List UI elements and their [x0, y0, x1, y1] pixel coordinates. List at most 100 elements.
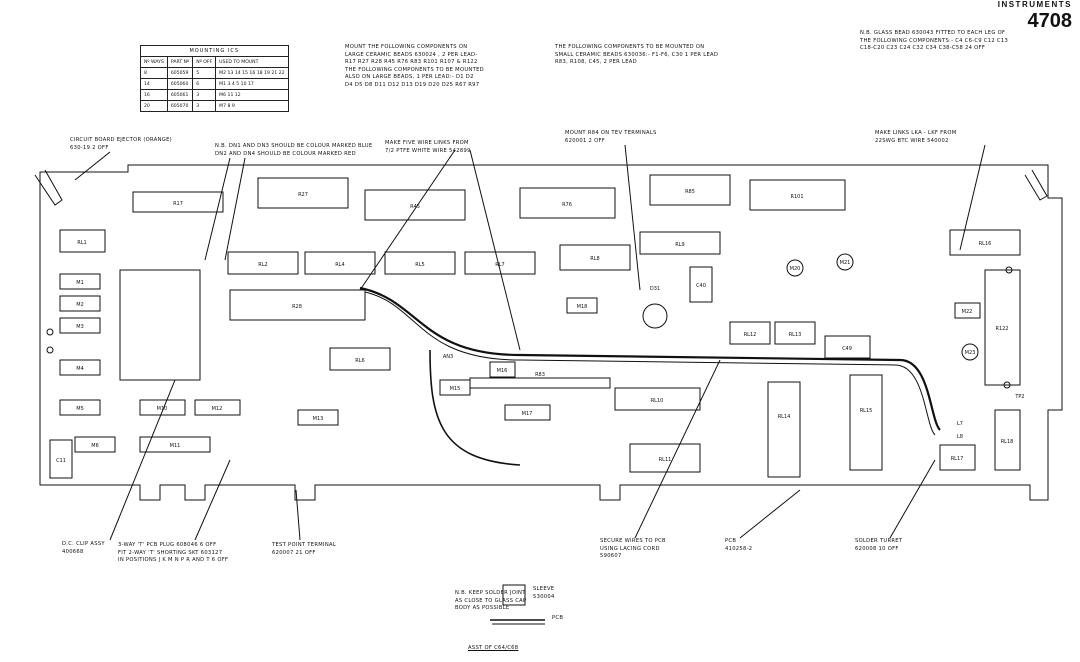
table-cell: 3: [192, 100, 217, 112]
label-r122: R122: [995, 326, 1008, 332]
resistor-r76: [519, 187, 616, 219]
label-r101: R101: [790, 194, 803, 200]
module-m5: [59, 399, 101, 416]
module-m10: [139, 399, 186, 416]
relay-rl17: [939, 444, 976, 471]
resistor-r45: [364, 189, 466, 221]
label-r17: R17: [173, 201, 183, 207]
label-d31: D31: [650, 286, 660, 292]
label-r45: R45: [410, 204, 420, 210]
module-m1: [59, 273, 101, 290]
module-m15: [439, 379, 471, 396]
label-rl1: RL1: [77, 240, 86, 246]
label-rl15: RL15: [860, 408, 873, 414]
pcb-outline: [39, 164, 1063, 501]
module-m18: [566, 297, 598, 314]
component-rows-block: [119, 269, 201, 381]
relay-rl15: [849, 374, 883, 471]
relay-rl11: [629, 443, 701, 473]
label-c40: C40: [696, 283, 706, 289]
note-five-wire-links: MAKE FIVE WIRE LINKS FROM 7/2 PTFE WHITE…: [385, 140, 471, 154]
note-mount-r84: MOUNT R84 ON TEV TERMINALS 620001 2 off: [565, 130, 657, 144]
label-l7: L7: [957, 421, 963, 427]
relay-rl18: [994, 409, 1021, 471]
label-r83: R83: [535, 372, 545, 378]
module-m16: [489, 361, 516, 378]
relay-rl14: [767, 381, 801, 478]
resistor-r122: [984, 269, 1021, 386]
board-ejector-left: [34, 169, 63, 206]
note-test-point: TEST POINT TERMINAL 620007 21 off: [272, 542, 337, 556]
note-solder-joint: N.B. KEEP SOLDER JOINT AS CLOSE TO GLASS…: [455, 590, 527, 612]
note-make-links: MAKE LINKS LKA - LKF FROM 22SWG BTC WIRE…: [875, 130, 957, 144]
label-an3: AN3: [443, 354, 453, 360]
label-m16: M16: [497, 368, 508, 374]
label-m1: M1: [76, 280, 84, 286]
module-m17: [504, 404, 551, 421]
label-rl12: RL12: [744, 332, 757, 338]
note-solder-turret: SOLDER TURRET 620008 10 off: [855, 538, 903, 552]
board-ejector-right: [1024, 169, 1048, 201]
relay-rl13: [774, 321, 816, 345]
note-dc-clip: D.C. CLIP ASSY 400668: [62, 541, 105, 555]
resistor-r17: [132, 191, 224, 213]
label-m4: M4: [76, 366, 84, 372]
label-r85: R85: [685, 189, 695, 195]
note-pcb-small: PCB: [552, 615, 564, 621]
wire-harness: [359, 286, 941, 431]
label-m2: M2: [76, 302, 84, 308]
label-m22: M22: [962, 309, 973, 315]
label-m18: M18: [577, 304, 588, 310]
transistor-m20: [786, 259, 804, 277]
label-m5: M5: [76, 406, 84, 412]
relay-rl9: [639, 231, 721, 255]
resistor-r101: [749, 179, 846, 211]
relay-rl8: [559, 244, 631, 271]
resistor-r27: [257, 177, 349, 209]
module-m3: [59, 317, 101, 334]
module-m2: [59, 295, 101, 312]
module-m22: [954, 302, 981, 319]
table-row: 14 605060 6 M1 3 4 5 10 17: [140, 78, 289, 90]
test-point: [46, 328, 54, 336]
drawing-number: 4708: [1027, 10, 1073, 32]
label-m12: M12: [212, 406, 223, 412]
test-point: [1003, 381, 1011, 389]
cap-assembly-body: [502, 584, 526, 606]
label-m20: M20: [790, 266, 801, 272]
capacitor-c40: [689, 266, 713, 303]
label-r76: R76: [562, 202, 572, 208]
label-r28: R28: [292, 304, 302, 310]
label-m13: M13: [313, 416, 324, 422]
label-m6: M6: [91, 443, 99, 449]
module-m12: [194, 399, 241, 416]
note-secure-wires: SECURE WIRES TO PCB USING LACING CORD 59…: [600, 538, 666, 560]
transistor-m23: [961, 343, 979, 361]
label-m3: M3: [76, 324, 84, 330]
mounting-ics-table: MOUNTING ICs Nº WAYS PART Nº Nº OFF USED…: [140, 45, 289, 112]
label-m23: M23: [965, 350, 976, 356]
test-point: [46, 346, 54, 354]
relay-rl6: [329, 347, 391, 371]
label-rl8: RL8: [590, 256, 599, 262]
relay-rl12: [729, 321, 771, 345]
relay-rl5: [384, 251, 456, 275]
note-mount-small-beads: THE FOLLOWING COMPONENTS TO BE MOUNTED O…: [555, 44, 719, 66]
transistor-w1: [642, 303, 668, 329]
module-m13: [297, 409, 339, 426]
note-sleeve: SLEEVE 530004: [533, 586, 555, 600]
label-m10: M10: [157, 406, 168, 412]
relay-rl4: [304, 251, 376, 275]
label-rl18: RL18: [1001, 439, 1014, 445]
label-rl13: RL13: [789, 332, 802, 338]
label-m11: M11: [170, 443, 181, 449]
relay-rl16: [949, 229, 1021, 256]
label-rl5: RL5: [415, 262, 424, 268]
capacitor-c11: [49, 439, 73, 479]
table-cell: M7 8 9: [215, 100, 289, 112]
note-mount-large-beads: MOUNT THE FOLLOWING COMPONENTS ON LARGE …: [345, 44, 484, 88]
module-m6: [74, 436, 116, 453]
label-rl7: RL7: [495, 262, 504, 268]
relay-rl2: [227, 251, 299, 275]
